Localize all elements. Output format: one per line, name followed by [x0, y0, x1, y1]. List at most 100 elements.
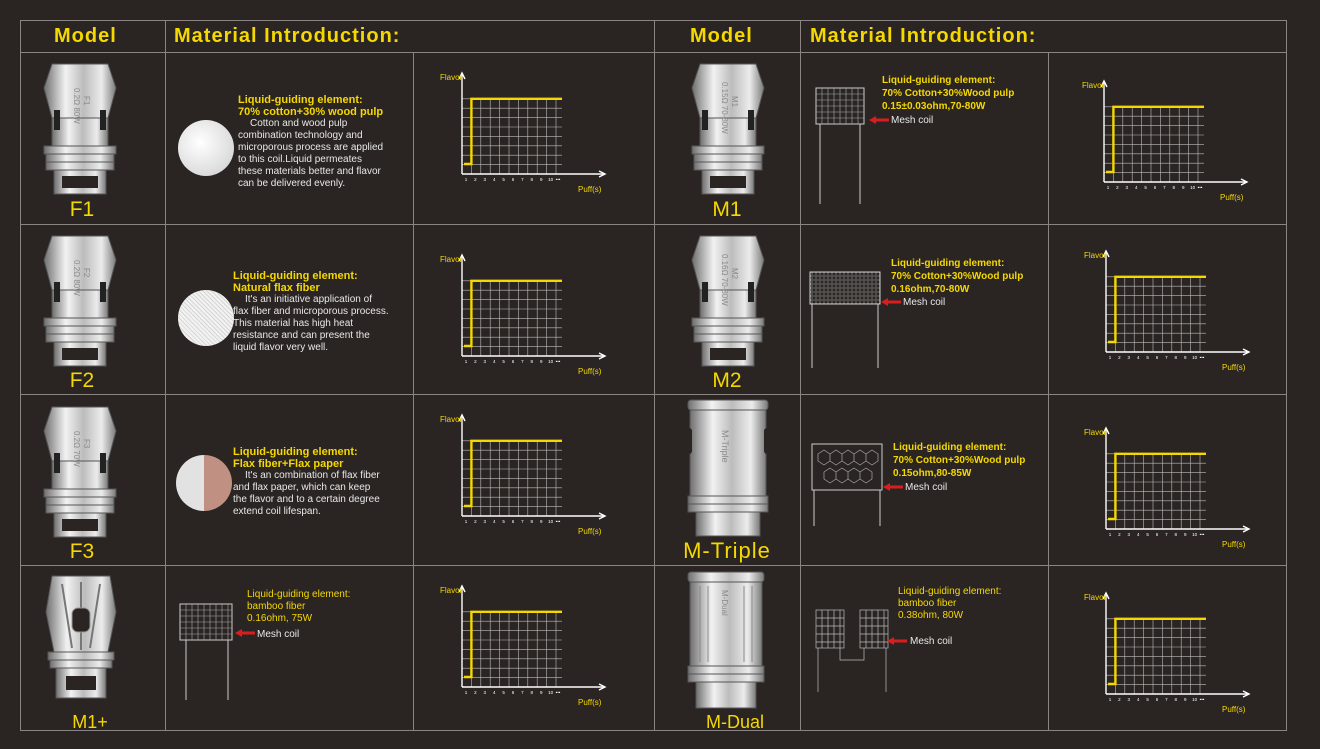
x-axis-arrow-icon	[1242, 690, 1251, 698]
engrave-m-triple: M-Triple	[720, 430, 730, 463]
mesh-coil-label: Mesh coil	[903, 297, 946, 308]
desc-f2-line: flax fiber and microporous process.	[233, 306, 389, 317]
tick-label: 5	[502, 359, 505, 364]
mesh-coil-label: Mesh coil	[891, 115, 934, 126]
desc-f3-title2: Flax fiber+Flax paper	[233, 458, 344, 470]
spec-m-triple-line: Liquid-guiding element:	[893, 442, 1007, 453]
desc-f3-title1: Liquid-guiding element:	[233, 446, 358, 458]
flavor-step-line	[464, 610, 562, 679]
coil-image-m-triple: M-Triple	[684, 399, 772, 537]
desc-f2: Liquid-guiding element: Natural flax fib…	[233, 270, 411, 354]
desc-f2-title2: Natural flax fiber	[233, 282, 320, 294]
y-axis-arrow-icon	[458, 584, 466, 593]
flax-paper-disc-image	[176, 455, 232, 511]
red-arrow-icon	[887, 637, 907, 645]
tick-label: 7	[1165, 532, 1168, 537]
mesh-coil-image-m-triple	[811, 443, 883, 526]
flavor-step-line	[464, 439, 562, 508]
tick-label: 2	[474, 690, 477, 695]
flax-disc-image	[178, 290, 234, 346]
tick-label: •••	[556, 359, 561, 364]
mesh-coil-label: Mesh coil	[905, 482, 948, 493]
mesh-coil-image-m1	[815, 87, 865, 204]
tick-label: 9	[1184, 355, 1187, 360]
x-axis-arrow-icon	[598, 170, 607, 178]
y-axis-arrow-icon	[458, 413, 466, 422]
desc-f2-line: resistance and can present the	[233, 330, 370, 341]
y-axis-arrow-icon	[1102, 426, 1110, 435]
desc-f1-line: microporous process are applied	[238, 142, 384, 153]
tick-label: 1	[465, 359, 468, 364]
spec-m2: Liquid-guiding element: 70% Cotton+30%Wo…	[891, 257, 1023, 296]
tick-label: 7	[521, 177, 524, 182]
tick-label: 7	[1165, 355, 1168, 360]
flavor-axis-label: Flavor	[440, 73, 463, 82]
tick-label: 8	[1173, 185, 1176, 190]
desc-f3-line: extend coil lifespan.	[233, 506, 321, 517]
coil-image-f1: F1 0.2Ω 80W	[43, 63, 117, 195]
y-axis-arrow-icon	[1102, 591, 1110, 600]
tick-label: 4	[1137, 532, 1140, 537]
puffs-axis-label: Puff(s)	[1222, 705, 1246, 714]
column-divider	[1048, 52, 1049, 731]
coil-image-m-dual: M-Dual	[687, 571, 765, 709]
tick-label: 8	[531, 177, 534, 182]
engrave-m1-model: M1	[730, 96, 739, 108]
tick-label: •••	[1200, 532, 1205, 537]
desc-f1-line: can be delivered evenly.	[238, 178, 346, 189]
puffs-axis-label: Puff(s)	[1220, 193, 1244, 202]
tick-label: 9	[540, 177, 543, 182]
mesh-coil-image-m-dual	[815, 609, 889, 692]
red-arrow-icon	[235, 629, 255, 637]
tick-label: 9	[540, 690, 543, 695]
flavor-axis-label: Flavor	[440, 586, 463, 595]
coil-image-m1: M1 0.15Ω 70-80W	[691, 63, 765, 195]
header-model-right: Model	[690, 25, 753, 47]
tick-label: 9	[1184, 697, 1187, 702]
engrave-m-dual: M-Dual	[720, 590, 729, 616]
desc-f1-title2: 70% cotton+30% wood pulp	[238, 106, 384, 118]
desc-f2-title1: Liquid-guiding element:	[233, 270, 358, 282]
engrave-f3-model: F3	[82, 439, 91, 449]
tick-label: 8	[531, 519, 534, 524]
tick-label: 7	[521, 690, 524, 695]
tick-label: 3	[1128, 355, 1131, 360]
tick-label: 4	[1137, 697, 1140, 702]
desc-f1-line: combination technology and	[238, 130, 363, 141]
tick-label: 3	[1126, 185, 1129, 190]
desc-f3-line: It's an combination of flax fiber	[245, 470, 380, 481]
tick-label: •••	[556, 690, 561, 695]
engrave-m2-model: M2	[730, 268, 739, 280]
tick-label: 2	[474, 519, 477, 524]
tick-label: 1	[1109, 532, 1112, 537]
table-frame	[20, 20, 1287, 731]
tick-label: 6	[1156, 532, 1159, 537]
y-axis-arrow-icon	[458, 71, 466, 80]
tick-label: 8	[531, 359, 534, 364]
model-label-m1plus: M1+	[72, 712, 108, 732]
tick-label: 2	[1116, 185, 1119, 190]
mesh-coil-image-m2	[809, 271, 881, 368]
spec-m2-line: Liquid-guiding element:	[891, 258, 1005, 269]
column-divider	[800, 20, 801, 731]
flavor-step-line	[1106, 105, 1204, 174]
spec-m-dual-line: Liquid-guiding element:	[898, 586, 1002, 597]
puffs-axis-label: Puff(s)	[578, 698, 602, 707]
tick-label: 6	[1156, 697, 1159, 702]
tick-label: 2	[1118, 532, 1121, 537]
spec-m1-line: Liquid-guiding element:	[882, 75, 996, 86]
red-arrow-icon	[881, 298, 901, 306]
tick-label: 7	[1165, 697, 1168, 702]
spec-m1plus: Liquid-guiding element: bamboo fiber 0.1…	[247, 589, 350, 625]
x-axis-arrow-icon	[1242, 525, 1251, 533]
tick-label: 9	[540, 519, 543, 524]
column-divider	[165, 20, 166, 731]
x-axis-arrow-icon	[1242, 348, 1251, 356]
desc-f2-line: This material has high heat	[233, 318, 354, 329]
spec-m1: Liquid-guiding element: 70% Cotton+30%Wo…	[882, 74, 1014, 113]
row-divider	[20, 52, 1287, 53]
puffs-axis-label: Puff(s)	[578, 367, 602, 376]
